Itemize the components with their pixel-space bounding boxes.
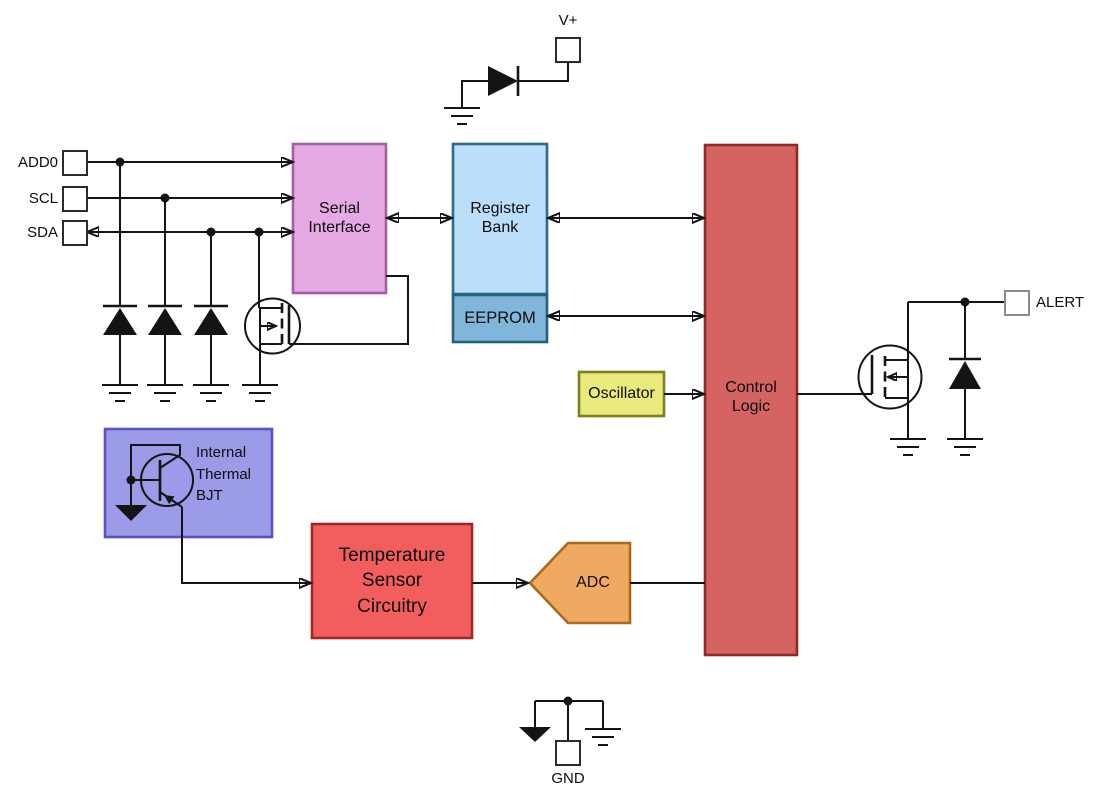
esd-diode-add0	[101, 162, 139, 402]
bus-arrows	[388, 218, 703, 394]
gnd-pin	[555, 740, 581, 766]
register-bank-label: Register Bank	[470, 200, 530, 236]
serial-interface-label: Serial Interface	[308, 199, 371, 236]
register-bank-block	[451, 142, 549, 296]
adc-block	[528, 541, 632, 625]
thermal-bjt-label: Internal Thermal BJT	[196, 444, 252, 505]
ground-arrow-icon	[519, 727, 551, 742]
diode-icon	[949, 361, 981, 389]
eeprom-block	[451, 293, 549, 344]
vplus-pin-label: V+	[558, 12, 578, 29]
scl-pin-label: SCL	[28, 190, 58, 207]
adc-label: ADC	[576, 573, 610, 591]
gate-feedback-wire	[289, 275, 409, 345]
temp-sensor-block	[310, 522, 474, 640]
eeprom-label: EEPROM	[464, 308, 536, 327]
alert-clamp-diode	[946, 302, 984, 456]
sda-output-mosfet	[241, 232, 409, 402]
ground-arrow-icon	[115, 505, 147, 521]
alert-pin-label: ALERT	[1036, 294, 1085, 311]
i2c-pin-wires	[87, 158, 292, 237]
bjt-to-sensor-wire	[181, 507, 310, 583]
mosfet-icon	[857, 344, 923, 410]
gnd-pin-label: GND	[551, 770, 585, 787]
vplus-pin	[555, 37, 581, 63]
sda-pin-label: SDA	[27, 224, 58, 241]
diode-icon	[148, 308, 182, 335]
esd-diode-scl	[146, 198, 184, 402]
thermal-bjt-symbol	[115, 444, 310, 583]
add0-pin-label: ADD0	[17, 154, 58, 171]
alert-output-stage	[797, 297, 1005, 456]
control-logic-label: Control Logic	[725, 379, 777, 415]
add0-pin	[62, 150, 88, 176]
alert-pin	[1004, 290, 1030, 316]
block-rects	[103, 142, 799, 657]
esd-diodes	[101, 162, 230, 402]
diode-icon	[103, 308, 137, 335]
oscillator-label: Oscillator	[588, 384, 655, 402]
sda-pin	[62, 220, 88, 246]
temp-sensor-label: Temperature Sensor Circuitry	[338, 545, 446, 617]
scl-pin	[62, 186, 88, 212]
diode-icon	[194, 308, 228, 335]
control-logic-block	[703, 143, 799, 657]
esd-diode-sda	[192, 232, 230, 402]
package-pins	[62, 37, 1030, 766]
mosfet-icon	[244, 297, 301, 355]
serial-interface-block	[291, 142, 388, 295]
vplus-clamp-diode	[443, 62, 569, 125]
diode-icon	[488, 66, 518, 96]
gnd-network	[519, 696, 622, 746]
